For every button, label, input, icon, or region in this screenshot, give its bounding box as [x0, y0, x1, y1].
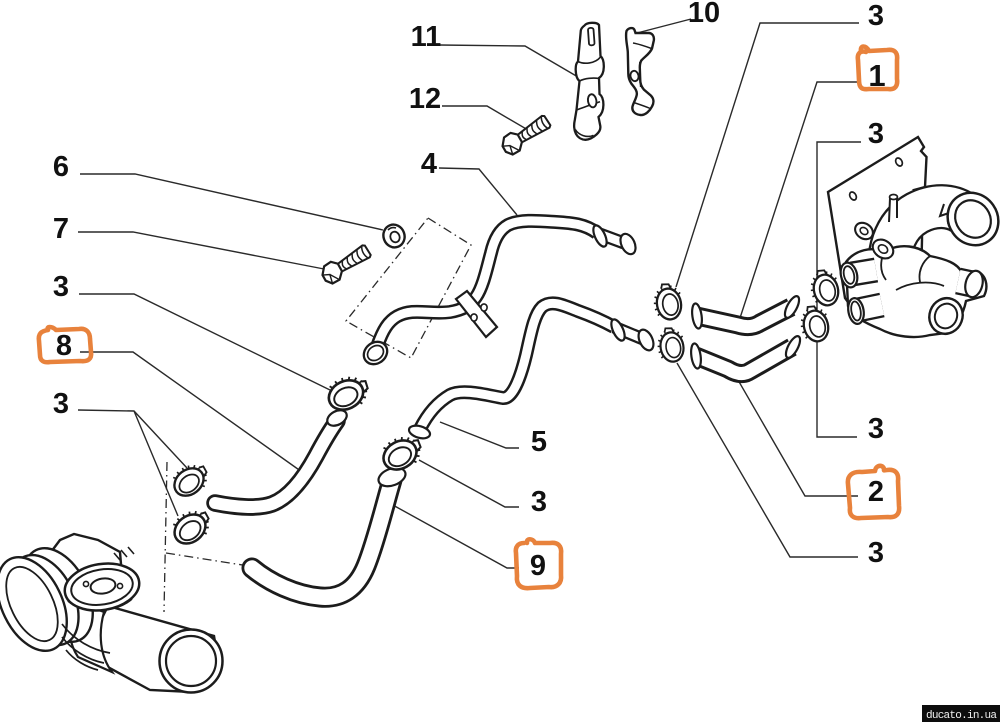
- svg-text:7: 7: [53, 213, 69, 245]
- svg-text:3: 3: [53, 388, 69, 420]
- svg-text:ducato.in.ua: ducato.in.ua: [926, 710, 997, 722]
- svg-text:3: 3: [868, 0, 884, 32]
- svg-text:3: 3: [868, 413, 884, 445]
- svg-text:3: 3: [53, 271, 69, 303]
- svg-text:2: 2: [868, 476, 884, 508]
- svg-text:3: 3: [868, 537, 884, 569]
- svg-text:9: 9: [530, 550, 546, 582]
- svg-text:6: 6: [53, 151, 69, 183]
- svg-text:3: 3: [531, 486, 547, 518]
- svg-text:10: 10: [688, 0, 720, 29]
- svg-text:1: 1: [868, 58, 885, 93]
- svg-text:8: 8: [56, 330, 72, 362]
- svg-text:12: 12: [409, 83, 441, 115]
- svg-text:11: 11: [411, 21, 442, 53]
- svg-text:4: 4: [421, 148, 437, 180]
- svg-text:3: 3: [868, 118, 884, 150]
- svg-text:5: 5: [531, 426, 547, 458]
